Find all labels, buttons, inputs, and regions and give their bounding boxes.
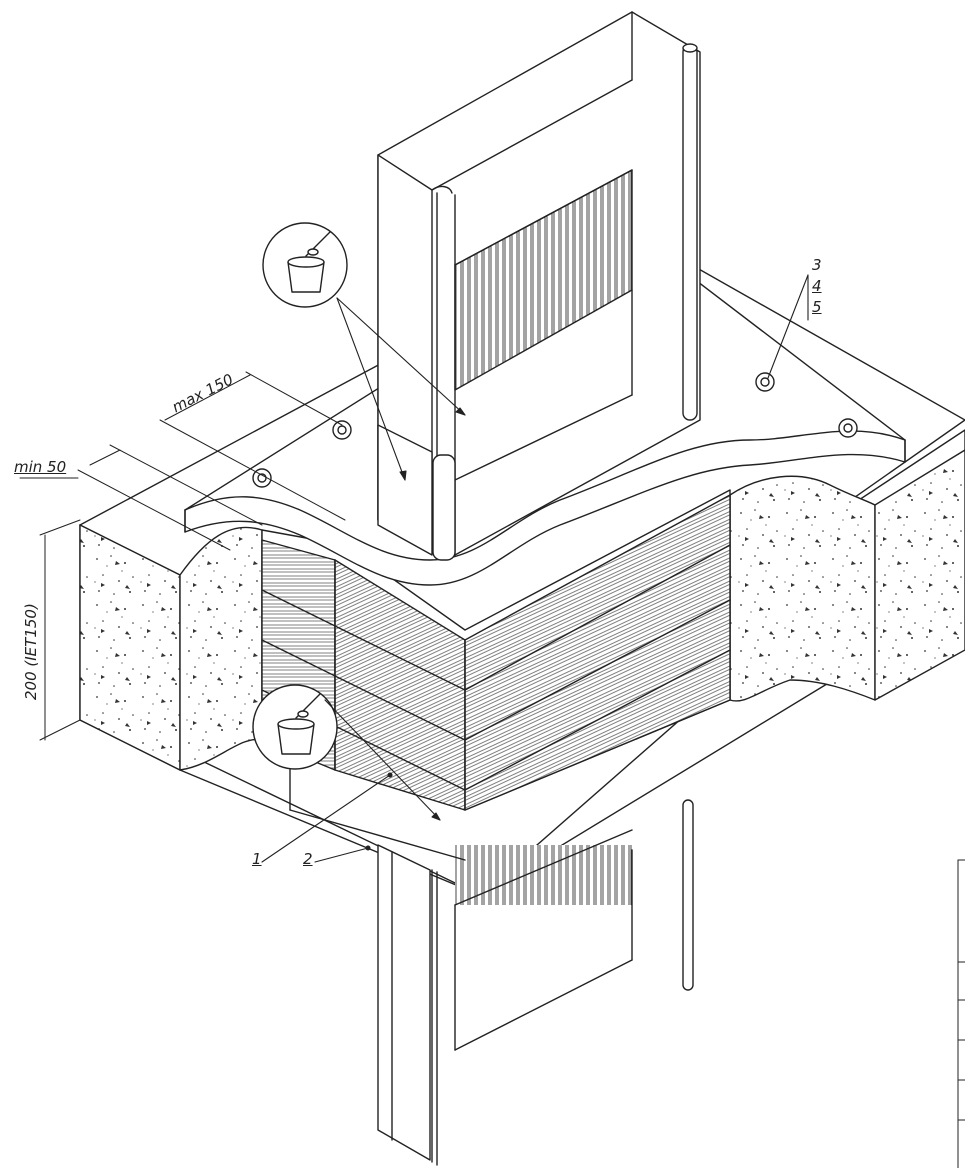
sealant-bucket-icon	[252, 684, 338, 770]
callout-item-5: 5	[812, 298, 822, 316]
title-block-frame	[957, 859, 965, 1168]
upper-cable-tray	[377, 11, 701, 561]
callout-item-2: 2	[303, 850, 313, 868]
leader-lines	[261, 274, 809, 863]
dimension-lines	[19, 371, 346, 741]
callout-item-1: 1	[252, 850, 262, 868]
dimension-min-overlap: min 50	[14, 458, 67, 476]
sealant-bucket-icon	[262, 222, 348, 308]
dimension-slab-thickness: 200 (IET150)	[22, 603, 40, 700]
lower-cable-tray	[377, 799, 694, 1166]
callout-item-3: 3	[812, 256, 822, 274]
anchor-fastener	[252, 372, 858, 488]
callout-item-4: 4	[812, 277, 822, 295]
